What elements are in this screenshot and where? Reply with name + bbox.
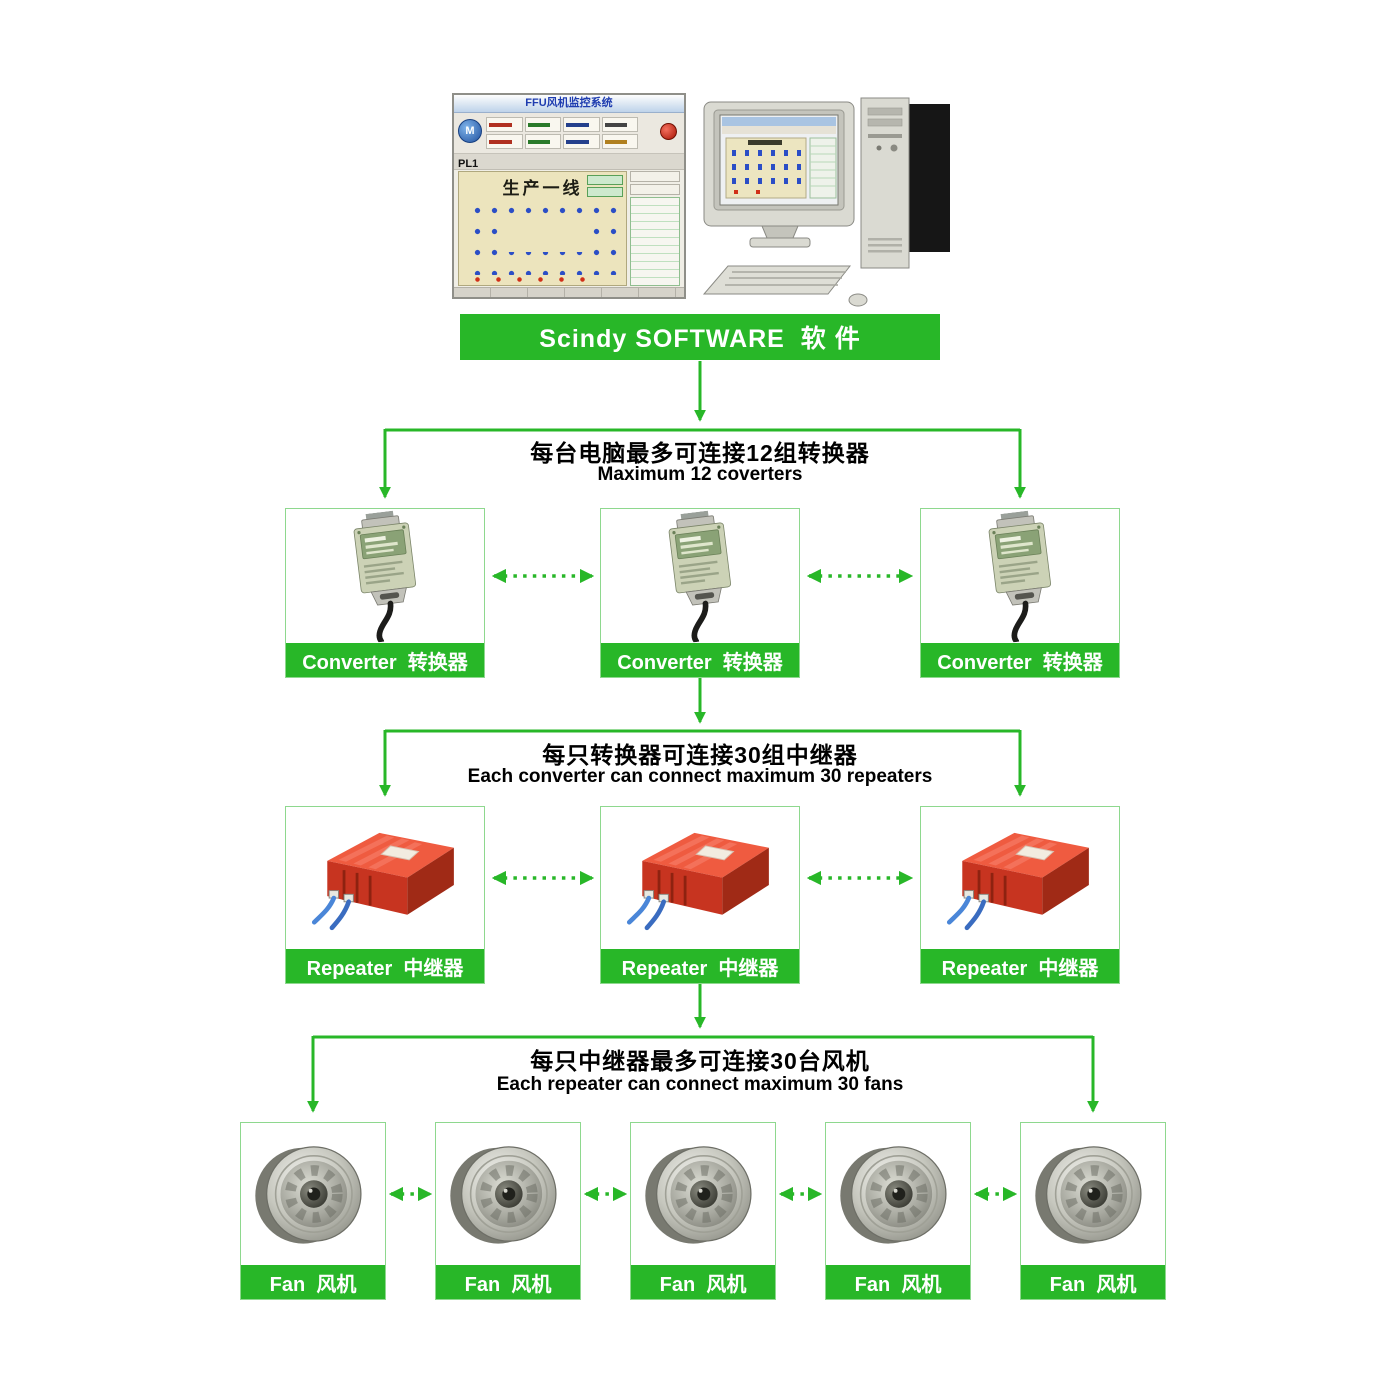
fan-label: Fan 风机 [826, 1265, 970, 1299]
fan-icon [241, 1123, 385, 1265]
screenshot-toolbar: M [454, 113, 684, 154]
fan-node-5: Fan 风机 [1020, 1122, 1166, 1300]
fan-note-en: Each repeater can connect maximum 30 fan… [496, 1074, 904, 1095]
repeater-icon [601, 807, 799, 949]
side-button [630, 171, 680, 182]
screenshot-statusbar [454, 287, 684, 297]
converter-note-en: Maximum 12 coverters [597, 464, 803, 485]
fan-icon [1021, 1123, 1165, 1265]
app-logo-icon: M [458, 119, 482, 143]
side-button [630, 184, 680, 195]
fan-note-zh: 每只中继器最多可连接30台风机 [530, 1048, 870, 1074]
side-table [630, 197, 680, 286]
fan-icon [631, 1123, 775, 1265]
side-panel [630, 171, 680, 286]
fan-node-4: Fan 风机 [825, 1122, 971, 1300]
repeater-label: Repeater 中继器 [286, 949, 484, 983]
screenshot-main-area: 生产一线 [458, 171, 680, 286]
converter-label: Converter 转换器 [286, 643, 484, 677]
converter-node-1: Converter 转换器 [285, 508, 485, 678]
converter-icon [286, 509, 484, 643]
repeater-label: Repeater 中继器 [921, 949, 1119, 983]
fan-label: Fan 风机 [436, 1265, 580, 1299]
software-screenshot: FFU风机监控系统 M PL1 生产一线 [452, 93, 686, 299]
pl-row: PL1 [454, 154, 684, 170]
fan-icon [826, 1123, 970, 1265]
repeater-node-2: Repeater 中继器 [600, 806, 800, 984]
fan-node-3: Fan 风机 [630, 1122, 776, 1300]
repeater-note-zh: 每只转换器可连接30组中继器 [542, 742, 858, 768]
converter-icon [601, 509, 799, 643]
fan-label: Fan 风机 [631, 1265, 775, 1299]
repeater-node-3: Repeater 中继器 [920, 806, 1120, 984]
software-banner-label: Scindy SOFTWARE 软 件 [539, 325, 861, 353]
computer-tower [860, 97, 910, 269]
alert-dots [467, 276, 586, 283]
fan-label: Fan 风机 [241, 1265, 385, 1299]
converter-icon [921, 509, 1119, 643]
keyboard [702, 265, 852, 295]
converter-node-2: Converter 转换器 [600, 508, 800, 678]
crt-monitor [703, 101, 855, 248]
desktop-computer-illustration [702, 97, 950, 307]
converter-label: Converter 转换器 [921, 643, 1119, 677]
converter-node-3: Converter 转换器 [920, 508, 1120, 678]
repeater-icon [921, 807, 1119, 949]
pl-label: PL1 [458, 158, 479, 170]
repeater-icon [286, 807, 484, 949]
mouse [848, 293, 868, 307]
fan-icon-grid [465, 198, 620, 275]
fan-label: Fan 风机 [1021, 1265, 1165, 1299]
mini-fan-icons [732, 150, 801, 184]
repeater-label: Repeater 中继器 [601, 949, 799, 983]
converter-label: Converter 转换器 [601, 643, 799, 677]
repeater-note-en: Each converter can connect maximum 30 re… [467, 766, 933, 787]
speaker-shadow [904, 104, 950, 252]
software-banner: Scindy SOFTWARE 软 件 [460, 314, 940, 360]
fan-node-2: Fan 风机 [435, 1122, 581, 1300]
panel-mini-buttons [587, 175, 623, 197]
screenshot-titlebar: FFU风机监控系统 [454, 95, 684, 113]
production-line-panel: 生产一线 [458, 171, 627, 286]
stop-button-icon [660, 123, 677, 140]
panel-title: 生产一线 [502, 179, 583, 198]
fan-node-1: Fan 风机 [240, 1122, 386, 1300]
toolbar-field-cells [486, 117, 638, 149]
converter-note-zh: 每台电脑最多可连接12组转换器 [530, 440, 870, 466]
repeater-node-1: Repeater 中继器 [285, 806, 485, 984]
fan-icon [436, 1123, 580, 1265]
